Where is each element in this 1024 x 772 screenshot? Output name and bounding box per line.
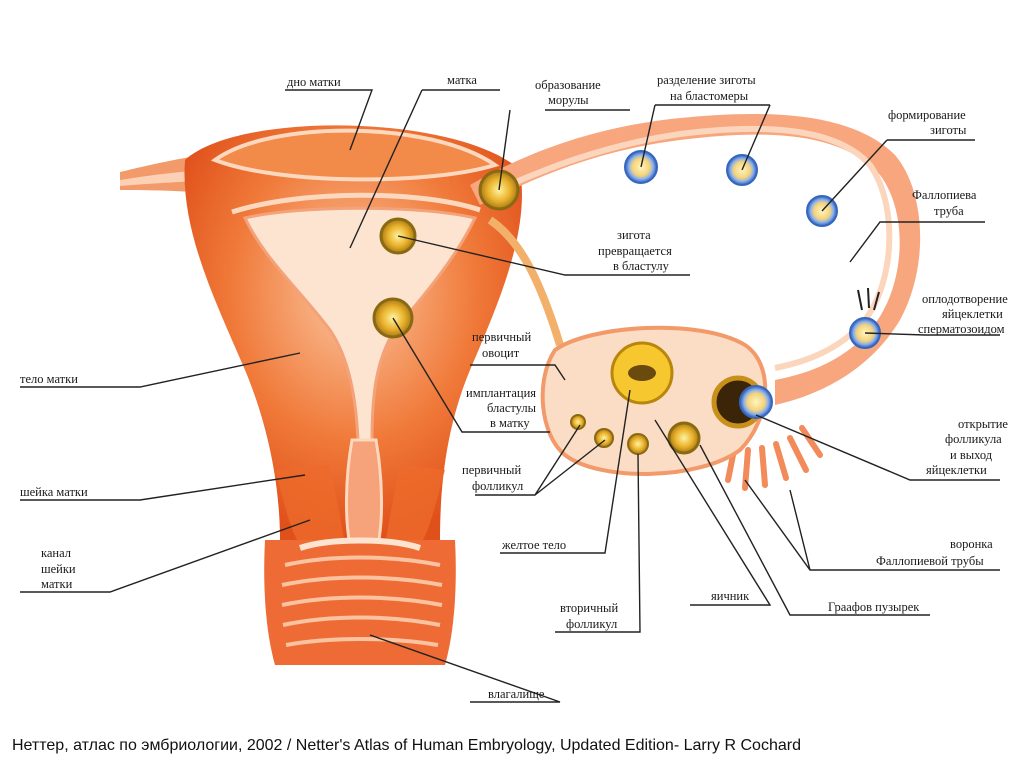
label-open-4: яйцеклетки — [926, 463, 987, 477]
label-fert-1: оплодотворение — [922, 292, 1008, 306]
label-zygote-formation-1: формирование — [888, 108, 966, 122]
label-oocyte-1: первичный — [472, 330, 531, 344]
label-morula-2: морулы — [548, 93, 589, 107]
label-infund-1: воронка — [950, 537, 993, 551]
follicle-2 — [595, 429, 613, 447]
label-pfoll-1: первичный — [462, 463, 521, 477]
label-vagina: влагалище — [488, 687, 545, 701]
cervical-canal — [346, 440, 381, 545]
label-oocyte-2: овоцит — [482, 346, 520, 360]
label-blastula-1: зигота — [617, 228, 651, 242]
label-tube-2: труба — [934, 204, 964, 218]
label-open-1: открытие — [958, 417, 1008, 431]
label-fundus: дно матки — [287, 75, 341, 89]
label-uterus: матка — [447, 73, 477, 87]
label-uterus-body: тело матки — [20, 372, 78, 386]
label-zygote-formation-2: зиготы — [930, 123, 967, 137]
label-morula-1: образование — [535, 78, 601, 92]
label-corpus-luteum: желтое тело — [501, 538, 566, 552]
label-implant-2: бластулы — [487, 401, 537, 415]
source-caption: Неттер, атлас по эмбриологии, 2002 / Net… — [12, 737, 1012, 755]
released-oocyte — [740, 386, 772, 418]
label-blastomeres-1: разделение зиготы — [657, 73, 756, 87]
label-ovary: яичник — [711, 589, 750, 603]
label-pfoll-2: фолликул — [472, 479, 523, 493]
label-tube-1: Фаллопиева — [912, 188, 977, 202]
label-blastula-2: превращается — [598, 244, 672, 258]
corpus-luteum-core — [628, 365, 656, 381]
label-open-3: и выход — [950, 448, 993, 462]
label-implant-1: имплантация — [466, 386, 536, 400]
label-canal-1: канал — [41, 546, 71, 560]
label-graafian: Граафов пузырек — [828, 600, 920, 614]
label-sfoll-2: фолликул — [566, 617, 617, 631]
label-cervix: шейка матки — [20, 485, 88, 499]
label-fert-3: сперматозоидом — [918, 322, 1005, 336]
follicle-3 — [628, 434, 648, 454]
label-canal-3: матки — [41, 577, 73, 591]
label-open-2: фолликула — [945, 432, 1002, 446]
label-sfoll-1: вторичный — [560, 601, 618, 615]
label-blastula-3: в бластулу — [613, 259, 670, 273]
label-fert-2: яйцеклетки — [942, 307, 1003, 321]
label-infund-2: Фаллопиевой трубы — [876, 554, 984, 568]
label-implant-3: в матку — [490, 416, 530, 430]
label-blastomeres-2: на бластомеры — [670, 89, 749, 103]
label-canal-2: шейки — [41, 562, 76, 576]
